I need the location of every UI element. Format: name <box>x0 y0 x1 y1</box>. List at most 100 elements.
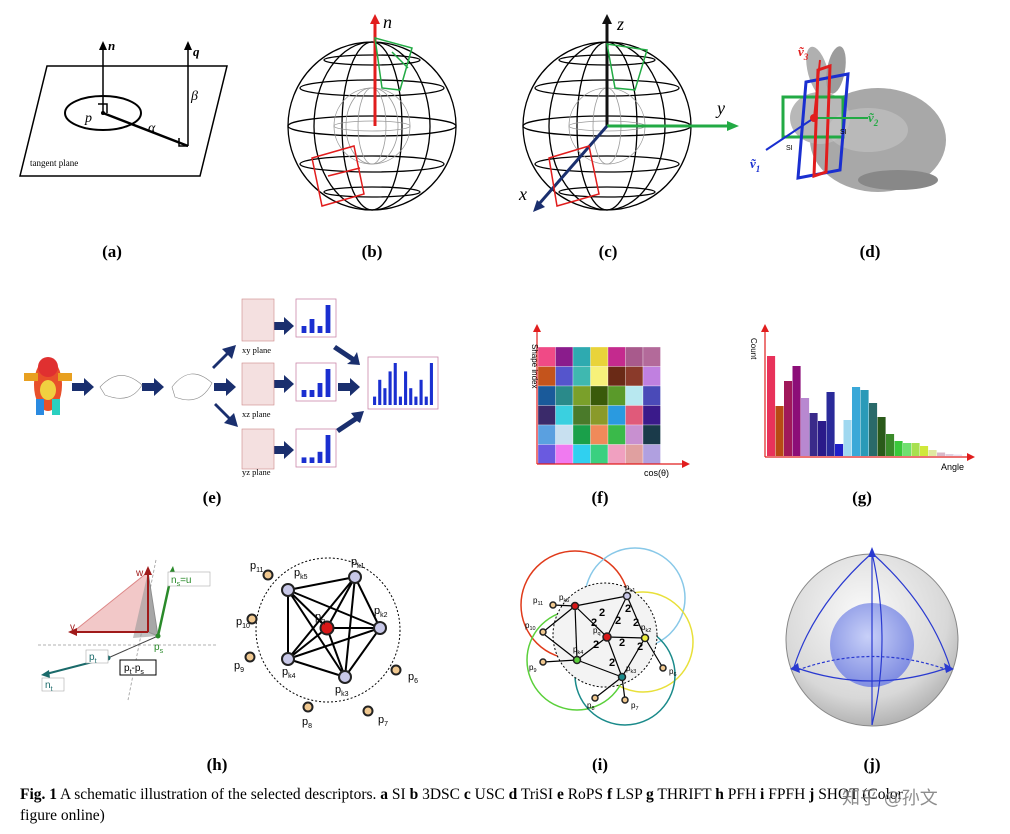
tangent-plane-label: tangent plane <box>30 158 78 168</box>
rops-pipeline-diagram: xy plane xz plane yz plane <box>24 298 439 477</box>
caption-key-c: c <box>463 786 471 803</box>
rops-histogram-bar <box>404 371 408 405</box>
caption-key-f: f <box>606 786 613 803</box>
histogram-bar <box>767 356 776 456</box>
heatmap-cell <box>555 366 574 387</box>
axis-z-label: z <box>616 14 624 34</box>
w-label: w <box>135 568 144 579</box>
heatmap-cell <box>555 405 574 426</box>
rops-histogram-bar <box>424 396 428 405</box>
graph-node <box>390 664 402 676</box>
panel-a-label: (a) <box>102 242 122 261</box>
caption-desc-h: PFH <box>723 786 761 803</box>
fig-label: Fig. 1 <box>20 786 58 803</box>
graph-node <box>539 628 547 636</box>
heatmap-cell <box>642 366 661 387</box>
weight-label: 2 <box>591 617 597 629</box>
panel-c-label: (c) <box>598 242 618 261</box>
heatmap-cell <box>607 444 626 465</box>
histogram-bar <box>869 403 878 456</box>
spin-image-diagram: n q p α β tangent plane <box>19 38 228 177</box>
rops-histogram-bar <box>393 363 397 405</box>
node-label: pq <box>315 611 325 625</box>
heatmap-cell <box>607 346 626 367</box>
heatmap-cell <box>625 346 644 367</box>
axis-y-label: y <box>715 98 725 118</box>
graph-node <box>570 601 580 611</box>
panel-e-label: (e) <box>202 488 222 507</box>
histogram-bar <box>954 454 963 456</box>
panel-g-thrift: Count Angle <box>745 322 980 482</box>
heatmap-cell <box>590 424 609 445</box>
histogram-bar <box>835 444 844 456</box>
heatmap-cell <box>590 405 609 426</box>
heatmap-cell <box>607 405 626 426</box>
node-label: pk1 <box>351 556 365 570</box>
node-label: p6 <box>669 667 677 678</box>
node-label: p8 <box>302 716 312 730</box>
caption-items: a SI b 3DSC c USC d TriSI e RoPS f LSP g… <box>380 786 902 803</box>
histogram-bar <box>903 443 912 456</box>
graph-node <box>640 633 650 643</box>
graph-node <box>621 696 629 704</box>
v1-label: ṽ1 <box>750 156 760 174</box>
axis-x-label: x <box>518 184 527 204</box>
node-label: p10 <box>236 616 250 630</box>
node-label: pk5 <box>294 567 308 581</box>
nt-label: nt <box>45 680 53 693</box>
graph-node <box>244 651 256 663</box>
alpha-label: α <box>148 121 156 136</box>
panel-h-pfh-frame: w v ns=u ps pt pt-ps nt <box>38 550 228 710</box>
rops-histogram-bar <box>373 396 377 405</box>
rops-histogram-bar <box>429 363 433 405</box>
rops-histogram-bar <box>378 379 382 405</box>
panel-f-label: (f) <box>591 488 609 507</box>
figure-caption: Fig. 1 A schematic illustration of the s… <box>20 784 995 826</box>
rops-histogram-bar <box>309 319 315 333</box>
histogram-bar <box>928 450 937 456</box>
heatmap-cell <box>642 405 661 426</box>
yz-plane-label: yz plane <box>242 467 271 477</box>
weight-label: 2 <box>637 641 643 653</box>
node-label: pk5 <box>559 593 569 604</box>
histogram-bar <box>945 454 954 456</box>
pt-ps-label: pt-ps <box>124 663 144 676</box>
histogram-bar <box>937 452 946 456</box>
histogram-bar <box>920 446 929 456</box>
heatmap-cell <box>642 385 661 406</box>
thrift-histogram: Count Angle <box>749 324 975 472</box>
graph-node <box>338 670 352 684</box>
lsp-heatmap: Shape index cos(θ) <box>530 324 690 478</box>
histogram-bar <box>852 387 861 456</box>
rops-histogram-bar <box>325 435 331 463</box>
heatmap-cell <box>625 366 644 387</box>
beta-label: β <box>190 89 198 104</box>
graph-node <box>373 621 387 635</box>
panel-d-label: (d) <box>859 242 881 261</box>
node-label: p11 <box>533 596 543 607</box>
heatmap-cell <box>537 366 556 387</box>
panel-i-label: (i) <box>591 755 609 774</box>
histogram-bar <box>775 406 784 456</box>
graph-node <box>302 701 314 713</box>
point-q-label: q <box>193 44 200 59</box>
rops-histogram-bar <box>325 305 331 333</box>
heatmap-cell <box>537 405 556 426</box>
caption-key-h: h <box>715 786 724 803</box>
heatmap-cell <box>537 444 556 465</box>
graph-node <box>281 652 295 666</box>
heatmap-cell <box>607 424 626 445</box>
caption-desc-j: SHOT (Color <box>814 786 903 803</box>
node-label: p9 <box>234 660 244 674</box>
histogram-bar <box>784 381 793 456</box>
histogram-bar <box>843 420 852 456</box>
graph-node <box>262 569 274 581</box>
heatmap-cell <box>625 444 644 465</box>
weight-label: 2 <box>615 615 621 627</box>
count-label: Count <box>749 338 758 360</box>
v3-label: ṽ3 <box>798 44 809 62</box>
node-label: pq <box>593 626 601 637</box>
caption-desc-e: RoPS <box>563 786 607 803</box>
